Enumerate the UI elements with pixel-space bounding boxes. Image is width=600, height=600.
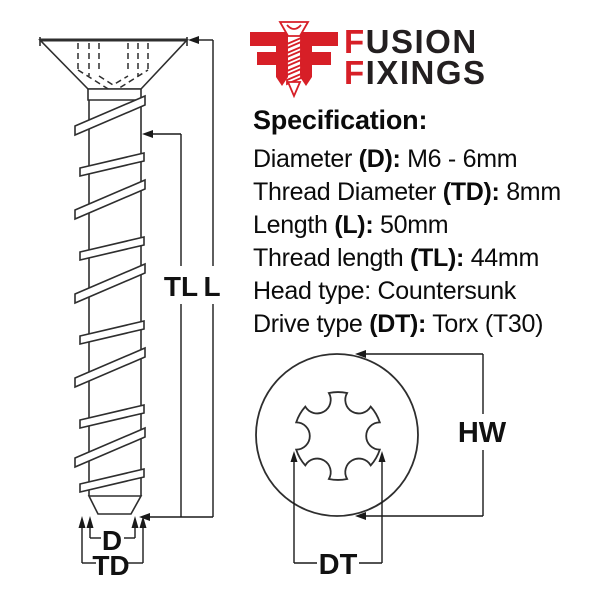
spec-row-diameter: Diameter (D): M6 - 6mm	[253, 143, 561, 176]
length-dimension-lines	[139, 36, 214, 521]
spec-text-bold: (L):	[334, 211, 374, 239]
brand-initial: F	[344, 23, 366, 60]
spec-text-bold: (DT):	[369, 310, 426, 338]
diameter-dimension-lines	[78, 516, 147, 564]
spec-row-thread-length: Thread length (TL): 44mm	[253, 242, 561, 275]
brand-rest: USION	[365, 23, 478, 60]
dimension-label-thread-diameter: TD	[92, 550, 129, 581]
spec-row-drive-type: Drive type (DT): Torx (T30)	[253, 308, 561, 341]
screw-side-view-diagram: TL L D TD	[38, 36, 221, 581]
spec-text: Length	[253, 211, 335, 239]
torx-recess-outline	[294, 391, 382, 481]
spec-row-thread-diameter: Thread Diameter (TD): 8mm	[253, 176, 561, 209]
ff-screw-monogram-icon	[250, 21, 338, 99]
screw-head	[38, 37, 189, 90]
spec-title: Specification:	[253, 105, 428, 135]
spec-text: Thread length	[253, 244, 411, 272]
spec-text-bold: (D):	[358, 145, 401, 173]
specification-block: Specification: Diameter (D): M6 - 6mm Th…	[253, 105, 561, 341]
brand-line-fusion: FUSION	[344, 23, 487, 60]
spec-text: Thread Diameter	[253, 178, 443, 206]
spec-text-bold: (TL):	[410, 244, 465, 272]
spec-text: Head type: Countersunk	[253, 277, 517, 305]
dimension-label-length: L	[203, 271, 220, 302]
spec-text: Diameter	[253, 145, 359, 173]
logo-screw	[278, 21, 310, 99]
brand-initial: F	[344, 54, 366, 91]
spec-text: 44mm	[464, 244, 540, 272]
dimension-label-drive-type: DT	[319, 549, 358, 581]
dimension-label-diameter: D	[102, 525, 122, 556]
spec-text: M6 - 6mm	[400, 145, 518, 173]
torx-drive-top-view-diagram: HW DT	[255, 350, 507, 581]
screw-tip	[87, 495, 143, 515]
brand-wordmark: FUSION FIXINGS	[344, 23, 487, 91]
spec-text: Drive type	[253, 310, 370, 338]
head-outline-circle	[255, 353, 419, 517]
drive-size-dimension-lines	[290, 451, 386, 564]
brand-rest: IXINGS	[365, 54, 487, 91]
spec-row-head-type: Head type: Countersunk	[253, 275, 561, 308]
spec-row-length: Length (L): 50mm	[253, 209, 561, 242]
dimension-label-head-width: HW	[458, 417, 507, 449]
head-width-dimension-lines	[355, 350, 484, 520]
spec-text: 8mm	[499, 178, 561, 206]
spec-text-bold: (TD):	[442, 178, 500, 206]
ff-letters	[250, 32, 338, 86]
spec-text: Torx (T30)	[426, 310, 544, 338]
dimension-label-thread-length: TL	[164, 271, 198, 302]
screw-thread-flights	[74, 94, 146, 494]
spec-text: 50mm	[373, 211, 449, 239]
brand-line-fixings: FIXINGS	[344, 54, 487, 91]
